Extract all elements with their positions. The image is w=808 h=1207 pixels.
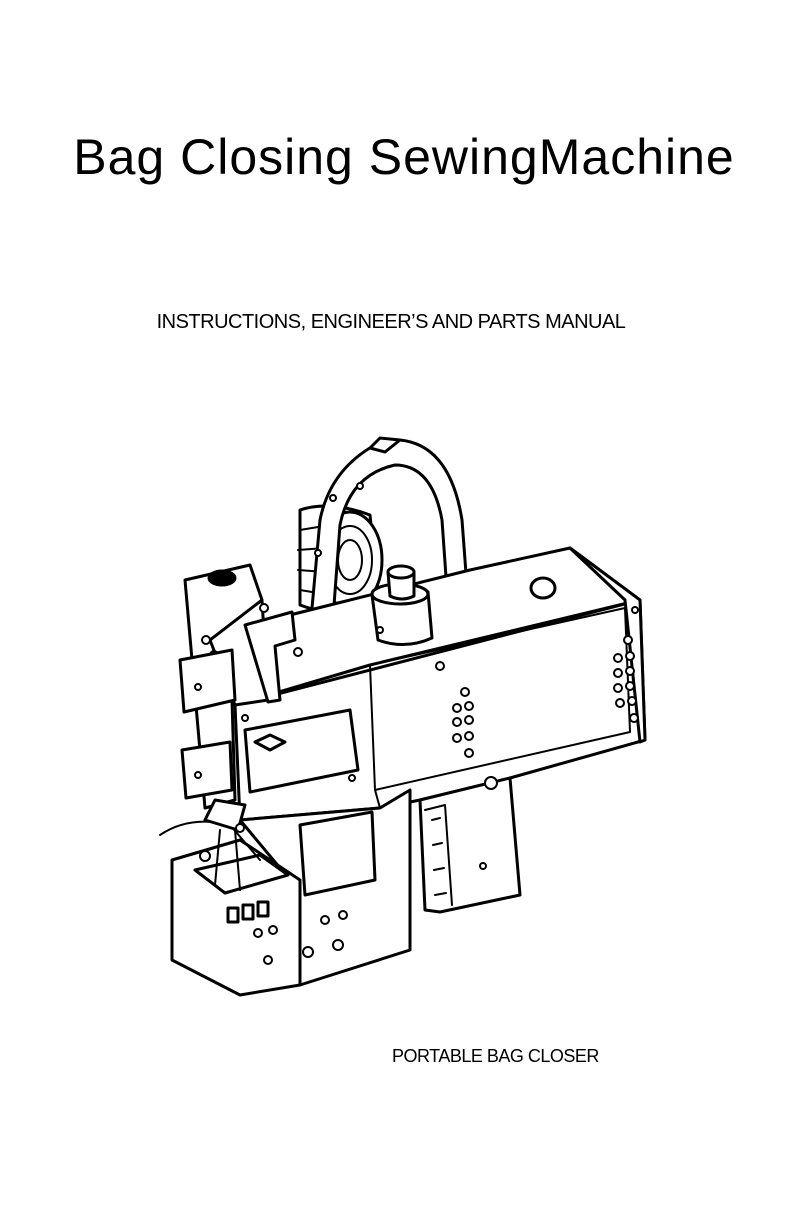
nameplate xyxy=(243,708,360,794)
oil-cap xyxy=(529,576,557,600)
bag-closer-machine-illustration xyxy=(159,436,647,997)
pistol-grip xyxy=(418,776,522,914)
lower-bed xyxy=(159,788,412,997)
document-title: Bag Closing SewingMachine xyxy=(73,129,735,185)
document-subtitle: INSTRUCTIONS, ENGINEER’S AND PARTS MANUA… xyxy=(156,311,626,333)
logo-diamond-icon xyxy=(253,733,287,752)
body-end-face xyxy=(568,546,647,744)
screw-holes xyxy=(241,606,639,782)
carry-handle xyxy=(308,436,470,634)
needle-head xyxy=(178,563,303,810)
tension-knob xyxy=(370,564,434,646)
caption: PORTABLE BAG CLOSER xyxy=(392,1046,599,1066)
